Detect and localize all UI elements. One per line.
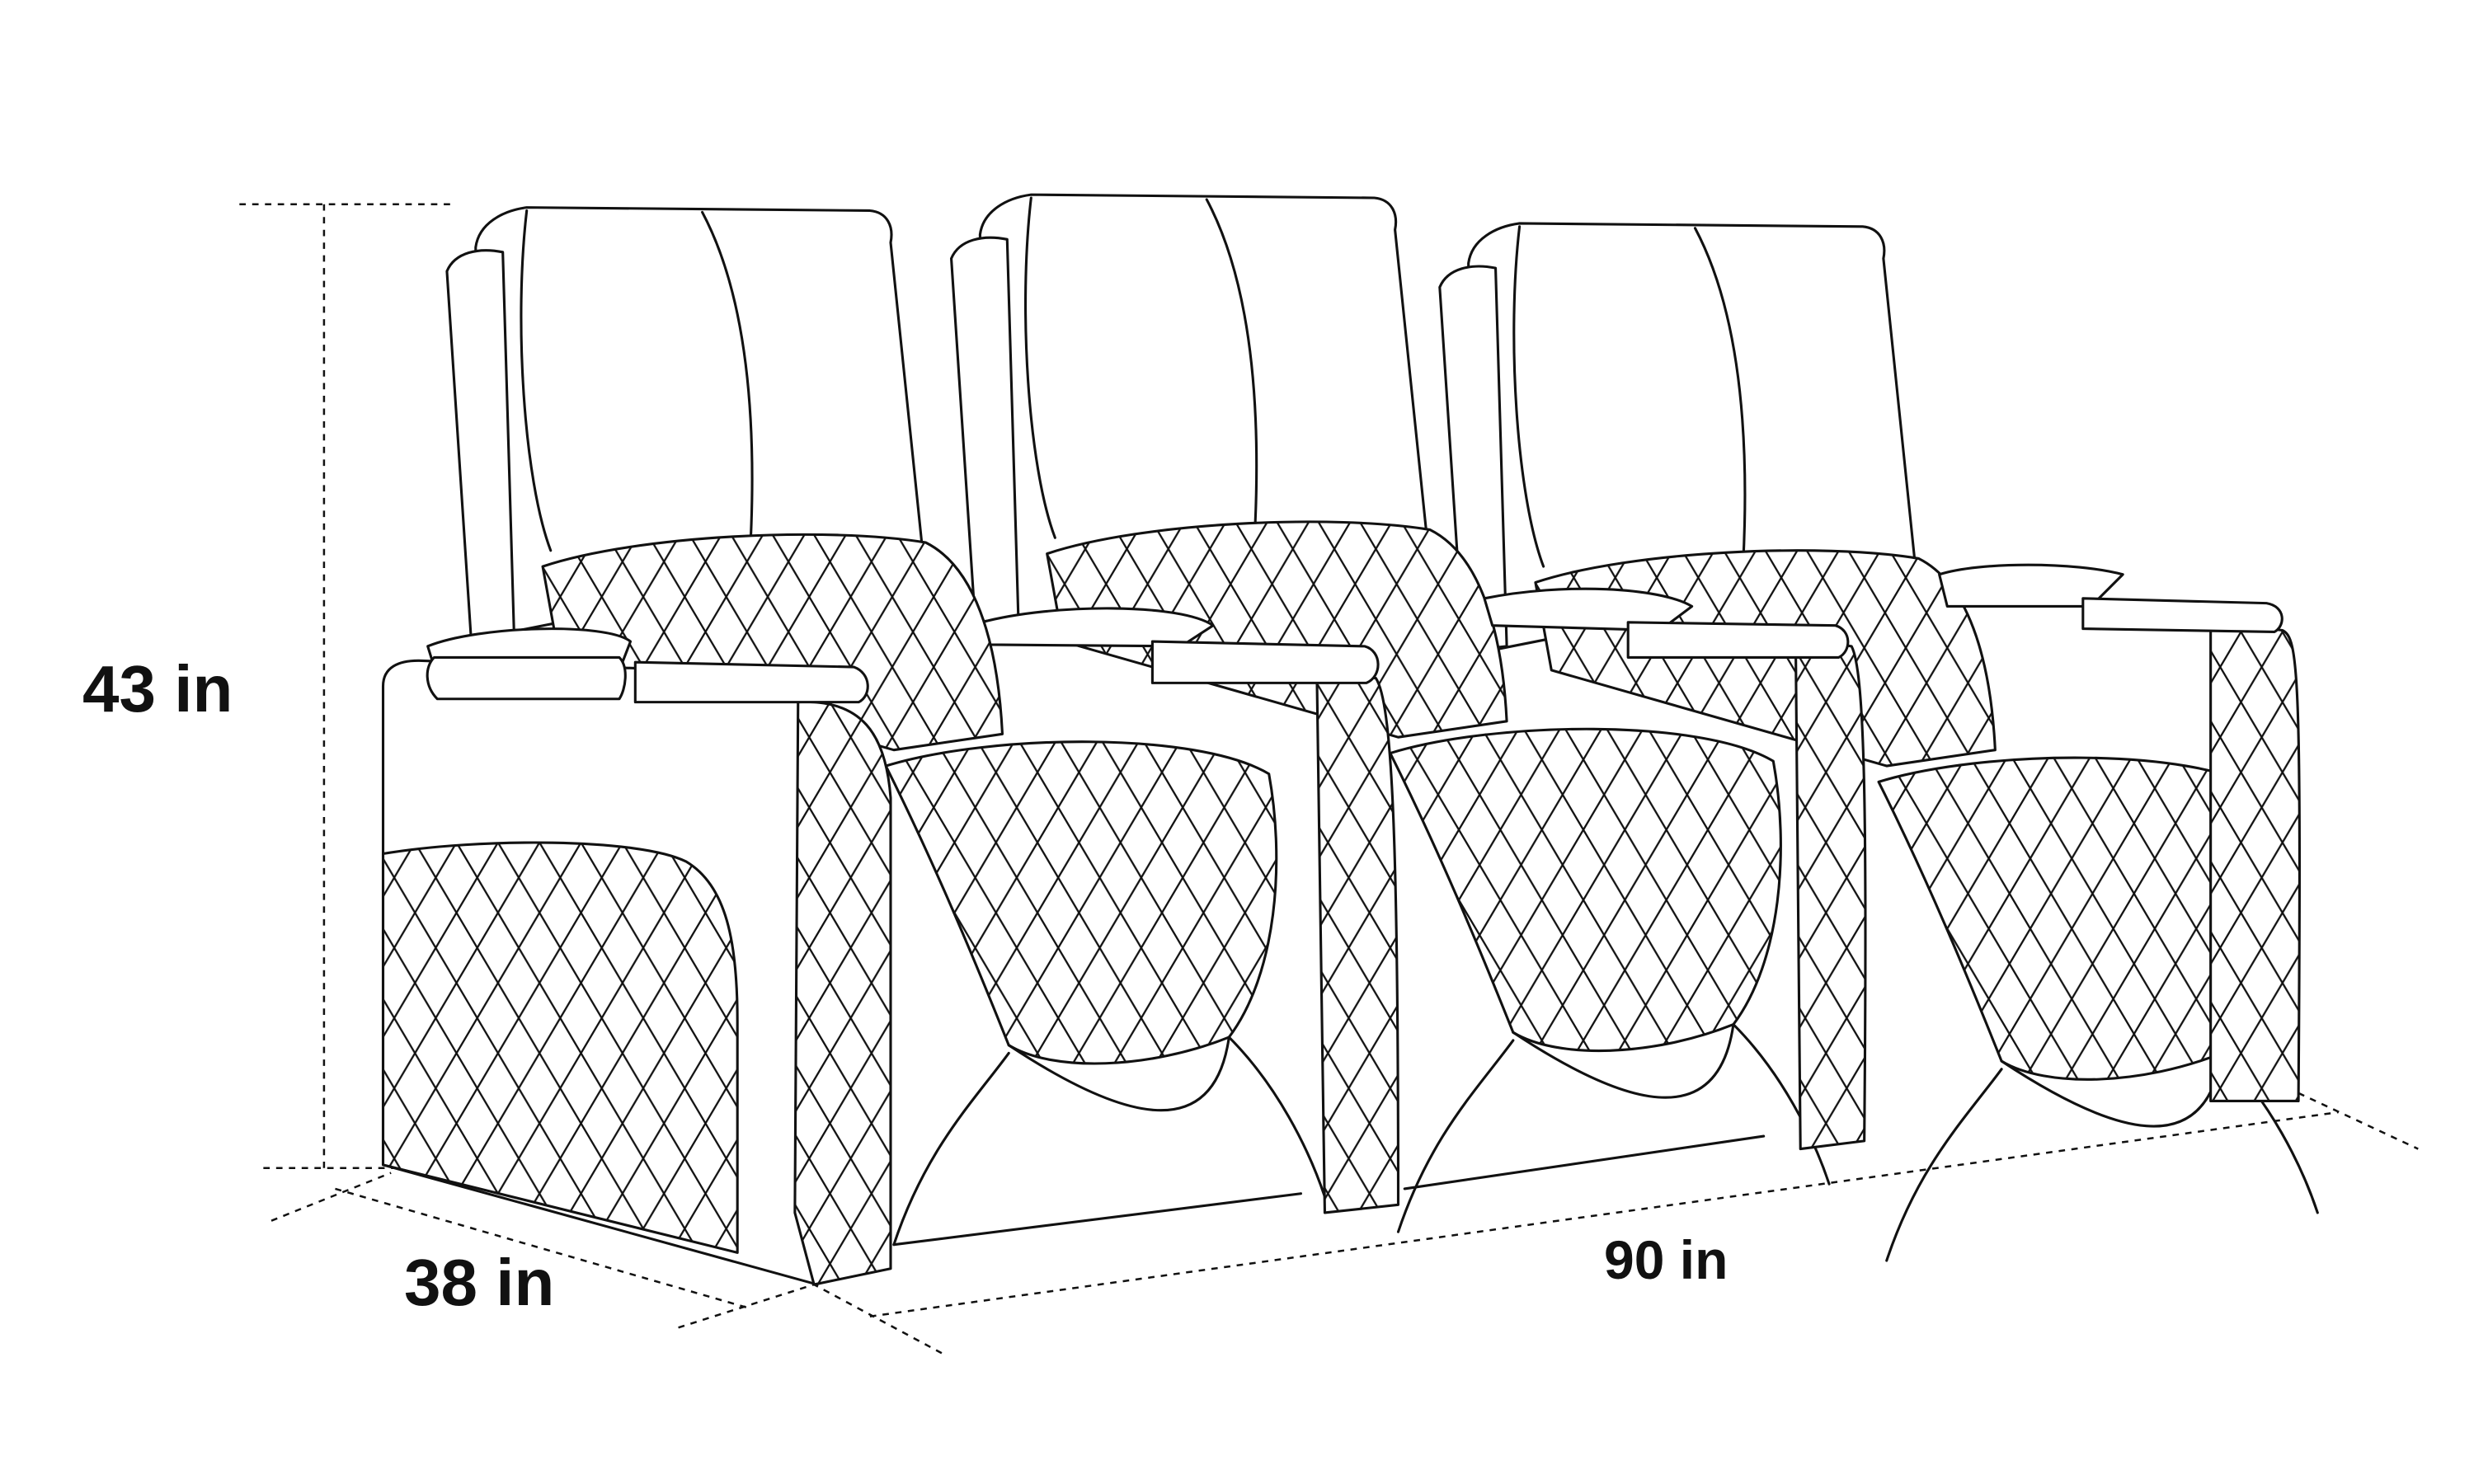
left-arm xyxy=(381,627,892,1286)
right-arm xyxy=(1938,563,2301,1103)
width-dimension-line xyxy=(869,1092,2419,1318)
arm-3 xyxy=(1403,587,1867,1190)
arm-2 xyxy=(892,607,1400,1247)
height-label: 43 in xyxy=(82,652,233,726)
depth-label: 38 in xyxy=(404,1246,555,1319)
width-label: 90 in xyxy=(1604,1229,1729,1290)
